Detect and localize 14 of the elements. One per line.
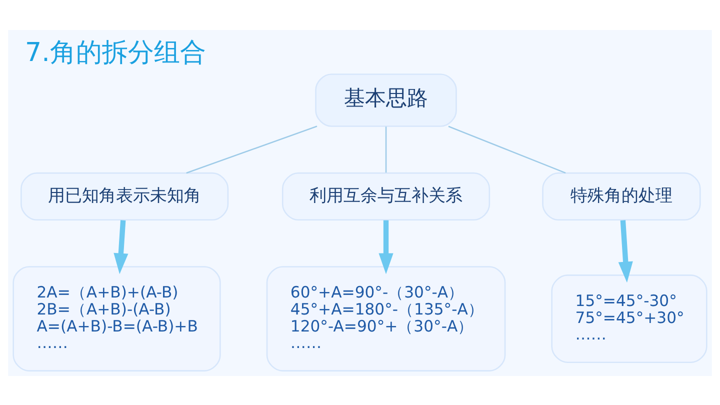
node-box: 特殊角的处理	[542, 172, 701, 220]
node-box: 60°+A=90°-（30°-A） 45°+A=180°-（135°-A） 120°-A=90°+（30°-A） ……	[266, 266, 506, 371]
connector	[448, 125, 566, 174]
diagram-title: 7.角的拆分组合	[25, 38, 206, 68]
node-box: 15°=45°-30° 75°=45°+30° ……	[551, 274, 708, 362]
node-box: 基本思路	[315, 73, 457, 126]
arrow	[114, 220, 128, 274]
arrow	[378, 220, 394, 274]
connector	[186, 125, 318, 174]
node-box: 用已知角表示未知角	[20, 172, 229, 220]
arrow	[618, 220, 633, 282]
node-box: 利用互余与互补关系	[282, 172, 490, 220]
node-box: 2A=（A+B)+(A-B) 2B=（A+B)-(A-B) A=(A+B)-B=(A-B)+B ……	[12, 266, 221, 371]
connector	[385, 126, 387, 172]
